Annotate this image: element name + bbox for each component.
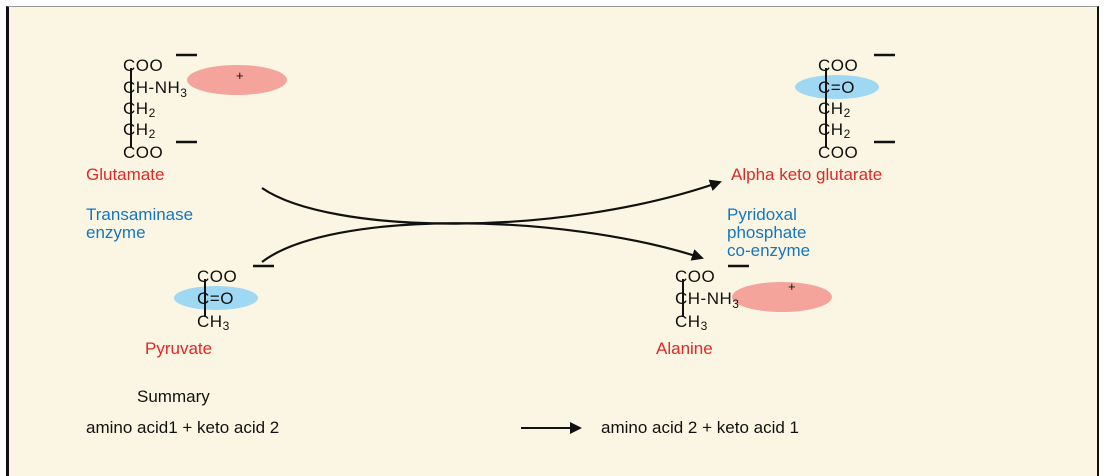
glutamate-alpha-carbon: CH-NH3	[123, 78, 187, 100]
amino-group-highlight	[187, 65, 287, 95]
pyruvate-keto-carbon: C=O	[197, 289, 234, 308]
pyruvate-methyl: CH3	[197, 312, 230, 333]
diagram-panel	[6, 6, 1099, 476]
alanine-charge: +	[788, 279, 796, 294]
keto-group-highlight	[174, 286, 258, 310]
alanine-label: Alanine	[656, 339, 713, 358]
alpha-keto-glutarate-structure: COO C=O CH2 CH2 COO Alpha keto glutarate	[731, 53, 895, 184]
glutamate-carboxyl-bottom: COO	[123, 143, 163, 162]
glutamate-ch2-1: CH2	[123, 99, 156, 120]
pyruvate-carboxyl: COO	[197, 267, 237, 286]
akg-carboxyl-bottom: COO	[818, 143, 858, 162]
alanine-alpha-carbon: CH-NH3	[675, 289, 739, 311]
glutamate-carboxyl-top: COO	[123, 56, 163, 75]
coenzyme-label: Pyridoxal phosphate co-enzyme	[727, 205, 811, 260]
transaminase-label: Transaminase enzyme	[86, 205, 198, 242]
summary-right: amino acid 2 + keto acid 1	[601, 418, 799, 437]
summary-title: Summary	[137, 387, 210, 406]
keto-group-highlight	[795, 75, 879, 99]
pyruvate-structure: COO C=O CH3 Pyruvate	[145, 264, 274, 358]
glutamate-ch2-2: CH2	[123, 120, 156, 141]
akg-ch2-2: CH2	[818, 120, 851, 141]
summary-left: amino acid1 + keto acid 2	[86, 418, 279, 437]
pyruvate-label: Pyruvate	[145, 339, 212, 358]
glutamate-structure: COO CH-NH3 + CH2 CH2 COO Glutamate	[86, 53, 287, 184]
alanine-methyl: CH3	[675, 312, 708, 333]
glutamate-label: Glutamate	[86, 165, 164, 184]
akg-keto-carbon: C=O	[818, 78, 855, 97]
alanine-structure: COO CH-NH3 + CH3 Alanine	[656, 264, 832, 358]
akg-label: Alpha keto glutarate	[731, 165, 882, 184]
reaction-arrow-upper	[261, 179, 722, 225]
amino-group-highlight	[732, 282, 832, 312]
alanine-carboxyl: COO	[675, 267, 715, 286]
akg-ch2-1: CH2	[818, 99, 851, 120]
akg-carboxyl-top: COO	[818, 56, 858, 75]
reaction-arrow-lower	[261, 222, 704, 263]
glutamate-charge: +	[236, 68, 244, 83]
